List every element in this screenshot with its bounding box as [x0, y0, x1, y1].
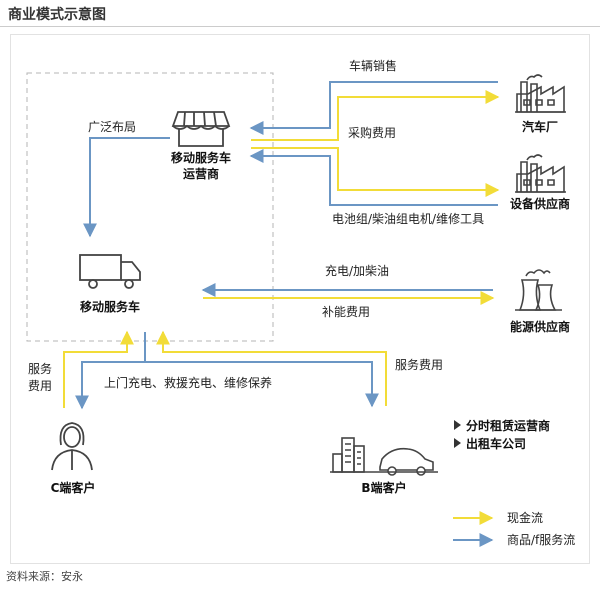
bullet-icon — [454, 438, 461, 448]
shop-icon — [171, 111, 231, 147]
person-icon — [51, 422, 93, 471]
legend-cash-flow-label: 现金流 — [507, 510, 543, 525]
energy-fee-label: 补能费用 — [322, 305, 370, 319]
cooling-tower-icon — [515, 269, 562, 311]
procurement-fee-to-automaker-arrow — [251, 90, 500, 141]
services-label: 上门充电、救援充电、维修保养 — [104, 375, 272, 390]
deploy-flow-arrow — [83, 137, 170, 238]
operator-label-line2: 运营商 — [183, 166, 219, 181]
b-customer-label: B端客户 — [361, 480, 406, 495]
legend-goods-flow-label: 商品/f服务流 — [507, 532, 575, 547]
c-service-fee-arrow — [63, 330, 134, 408]
operator-label-line1: 移动服务车 — [171, 150, 231, 165]
c-service-fee-label-line2: 费用 — [28, 379, 52, 393]
vehicle-sales-label: 车辆销售 — [349, 58, 397, 73]
b-customer-type-1: 分时租赁运营商 — [466, 418, 550, 433]
automaker-label: 汽车厂 — [522, 119, 558, 134]
factory-icon — [515, 154, 566, 193]
truck-icon — [79, 254, 141, 289]
b-services-flow-arrow — [145, 361, 379, 408]
vehicle-label: 移动服务车 — [80, 299, 140, 314]
bullet-icon — [454, 420, 461, 430]
b-customer-type-2: 出租车公司 — [466, 436, 526, 451]
c-customer-label: C端客户 — [51, 480, 96, 495]
building-car-icon — [330, 437, 438, 476]
procurement-fee-to-supplier-arrow — [251, 147, 500, 197]
equipment-flow-arrow — [249, 149, 498, 206]
procurement-fee-label: 采购费用 — [348, 125, 396, 140]
operator-boundary-box — [26, 72, 274, 342]
c-services-flow-arrow — [75, 332, 146, 410]
wide-deploy-label: 广泛布局 — [88, 120, 136, 134]
source-footnote: 资料来源：安永 — [6, 570, 83, 583]
b-service-fee-label: 服务费用 — [395, 357, 443, 372]
page-title: 商业模式示意图 — [8, 7, 106, 23]
equipment-supplier-label: 设备供应商 — [510, 196, 570, 211]
b-service-fee-arrow — [156, 330, 387, 406]
c-service-fee-label-line1: 服务 — [28, 361, 52, 376]
energy-supplier-label: 能源供应商 — [510, 319, 570, 334]
factory-icon — [515, 74, 566, 113]
equipment-label: 电池组/柴油组电机/维修工具 — [332, 211, 484, 226]
title-divider — [0, 26, 600, 27]
charging-label: 充电/加柴油 — [325, 263, 389, 278]
vehicle-sales-flow-arrow — [249, 81, 498, 135]
diagram-frame — [10, 34, 590, 564]
